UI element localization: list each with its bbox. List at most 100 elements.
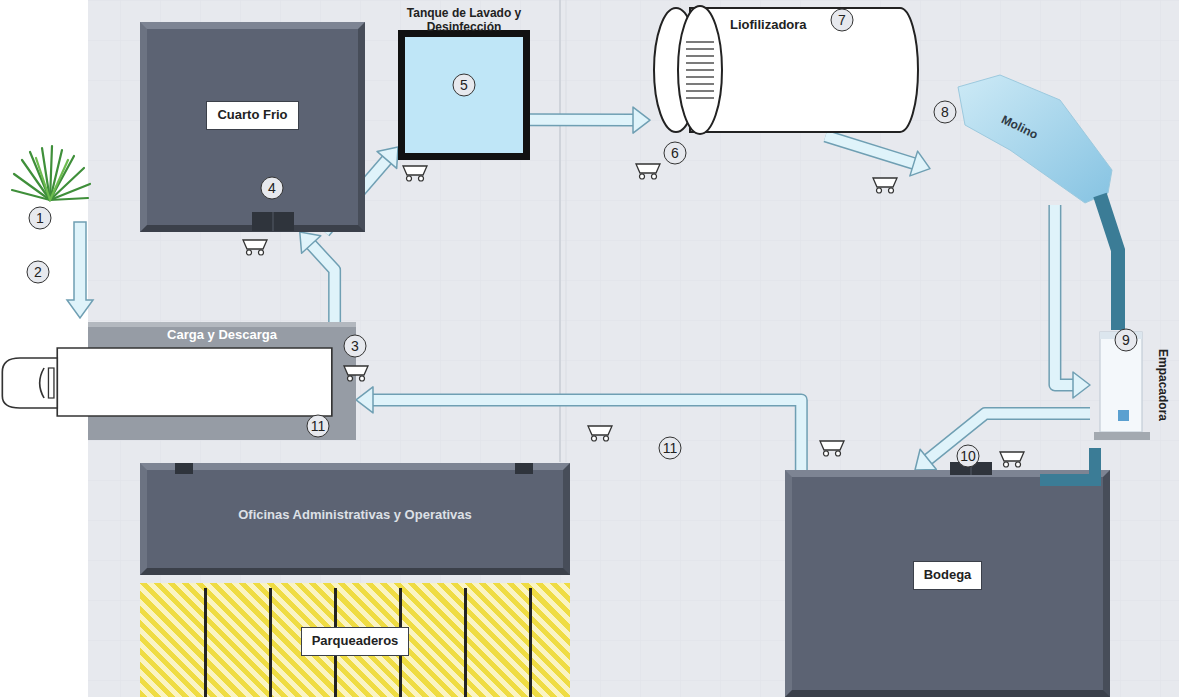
mill-shape bbox=[958, 75, 1112, 203]
callout-number: 2 bbox=[27, 261, 50, 284]
arrow-body bbox=[826, 136, 916, 164]
flow-arrow bbox=[356, 387, 801, 470]
freeze-dryer-shape bbox=[686, 97, 714, 98]
arrow-outline bbox=[310, 243, 335, 322]
parking-lines bbox=[464, 588, 467, 697]
arrow-outline bbox=[927, 414, 1090, 461]
raw-material-plant bbox=[50, 150, 62, 200]
arrow-head bbox=[910, 151, 930, 176]
raw-material-plant bbox=[14, 174, 50, 200]
raw-material-plant bbox=[36, 158, 50, 200]
parking-lines bbox=[204, 588, 532, 697]
raw-material-plant bbox=[30, 152, 50, 200]
arrow-body bbox=[371, 400, 801, 470]
callout-number: 1 bbox=[29, 207, 52, 230]
transport-cart bbox=[1000, 452, 1024, 467]
parking-label: Parqueaderos bbox=[301, 627, 410, 656]
supply-arrow bbox=[67, 222, 93, 318]
cold-room: Cuarto Frio bbox=[140, 22, 365, 232]
wash-tank-label: Tanque de Lavado y Desinfección bbox=[405, 7, 523, 35]
packer-shape bbox=[1118, 410, 1129, 421]
flow-arrow bbox=[915, 414, 1090, 470]
transport-cart bbox=[243, 240, 267, 255]
parking-lines bbox=[529, 588, 532, 697]
packer-shape bbox=[1094, 432, 1150, 440]
flow-arrow bbox=[530, 107, 650, 133]
loading-dock-shape bbox=[48, 368, 53, 398]
freeze-dryer-shape bbox=[686, 83, 714, 84]
product-pipe bbox=[1040, 448, 1095, 480]
loading-dock-shape bbox=[88, 322, 356, 327]
supply-arrow bbox=[67, 222, 93, 318]
parking-lines bbox=[399, 588, 402, 697]
raw-material-plant bbox=[50, 156, 74, 200]
arrow-head bbox=[915, 449, 936, 470]
floor bbox=[559, 0, 561, 462]
arrow-body bbox=[927, 414, 1090, 461]
arrow-outline bbox=[826, 136, 916, 164]
arrow-body bbox=[530, 115, 635, 125]
transport-cart bbox=[588, 426, 612, 441]
offices: Oficinas Administrativas y Operativas bbox=[140, 463, 570, 575]
arrow-head bbox=[356, 387, 373, 413]
flow-arrow bbox=[826, 136, 931, 176]
door bbox=[273, 212, 274, 231]
arrow-head bbox=[377, 147, 398, 168]
freeze-dryer-shape bbox=[686, 42, 714, 98]
door bbox=[175, 463, 193, 474]
arrow-outline bbox=[371, 400, 801, 470]
arrow-outline bbox=[1055, 205, 1075, 385]
arrow-outline bbox=[530, 113, 635, 126]
freeze-dryer-shape bbox=[686, 69, 714, 70]
callout-number: 7 bbox=[831, 9, 854, 32]
warehouse-label: Bodega bbox=[913, 561, 983, 590]
mill-shape bbox=[930, 75, 1115, 205]
parking-lines bbox=[204, 588, 207, 697]
door bbox=[515, 463, 533, 474]
warehouse: Bodega bbox=[785, 470, 1110, 697]
freeze-dryer-label: Liofilizadora bbox=[730, 18, 807, 33]
door bbox=[252, 212, 294, 231]
freeze-dryer-shape bbox=[686, 48, 714, 49]
callout-number: 3 bbox=[344, 335, 367, 358]
callout-number: 11 bbox=[659, 437, 682, 460]
transport-cart bbox=[636, 164, 660, 179]
raw-material-plant bbox=[50, 160, 68, 200]
transport-cart bbox=[820, 441, 844, 456]
callout-number: 5 bbox=[453, 74, 476, 97]
callout-number: 9 bbox=[1115, 329, 1138, 352]
arrow-body bbox=[310, 243, 335, 322]
freeze-dryer-shape bbox=[686, 55, 714, 56]
arrow-head bbox=[1073, 372, 1090, 398]
raw-material-plant bbox=[50, 168, 84, 200]
parking: Parqueaderos bbox=[140, 583, 570, 697]
offices-label: Oficinas Administrativas y Operativas bbox=[238, 508, 472, 523]
raw-material-plant bbox=[12, 190, 50, 200]
freeze-dryer-shape bbox=[690, 8, 918, 132]
freeze-dryer-shape bbox=[678, 6, 722, 134]
callout-number: 4 bbox=[261, 177, 284, 200]
callout-number: 8 bbox=[934, 101, 957, 124]
loading-dock-label: Carga y Descarga bbox=[88, 328, 356, 343]
mill: Molino bbox=[930, 75, 1115, 205]
raw-material-plant bbox=[22, 160, 50, 200]
raw-material-plant bbox=[12, 146, 90, 200]
raw-material-plant bbox=[50, 184, 90, 200]
arrow-head bbox=[633, 107, 650, 133]
freeze-dryer-shape bbox=[686, 41, 714, 42]
transport-cart bbox=[243, 164, 1024, 467]
freeze-dryer: Liofilizadora bbox=[650, 4, 920, 136]
loading-dock-shape bbox=[57, 348, 332, 416]
transport-cart bbox=[403, 166, 427, 181]
arrow-head bbox=[300, 232, 321, 253]
freeze-dryer-shape bbox=[686, 62, 714, 63]
flow-arrow bbox=[1055, 205, 1090, 398]
parking-lines bbox=[334, 588, 337, 697]
raw-material-plant bbox=[50, 198, 88, 200]
parking-lines bbox=[269, 588, 272, 697]
product-pipe bbox=[1100, 195, 1118, 330]
loading-dock-shape bbox=[40, 368, 44, 398]
